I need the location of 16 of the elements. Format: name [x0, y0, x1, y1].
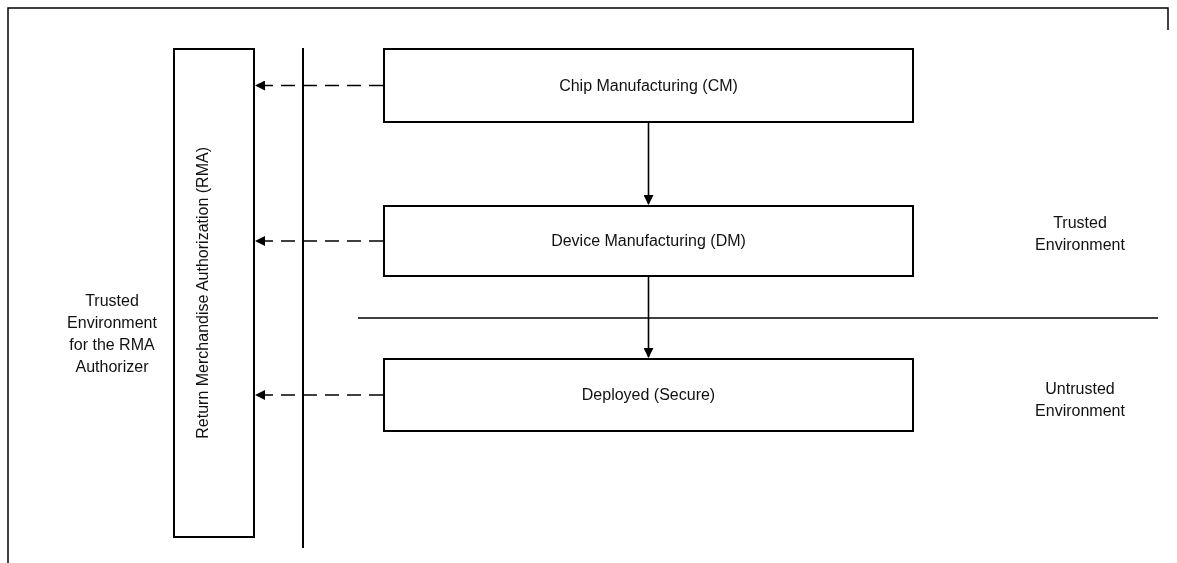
process-box [383, 358, 914, 432]
node-label: Deployed (Secure) [581, 386, 716, 404]
arrow [255, 236, 384, 246]
node-label: Chip Manufacturing (CM) [559, 76, 738, 95]
arrow [643, 122, 654, 205]
environment-label: Trusted Environment [1034, 213, 1126, 255]
arrow [255, 80, 384, 91]
node-label: Device Manufacturing (DM) [551, 232, 746, 250]
node-label: Return Merchandise Authorization (RMA) [193, 147, 212, 439]
arrow [643, 276, 654, 358]
environment-label: Trusted Environment for the RMA Authorizer [66, 291, 158, 377]
environment-label: Untrusted Environment [1034, 379, 1126, 421]
process-box [383, 48, 914, 123]
authorization-box [173, 48, 255, 538]
process-box [383, 205, 914, 277]
arrow [255, 390, 384, 400]
